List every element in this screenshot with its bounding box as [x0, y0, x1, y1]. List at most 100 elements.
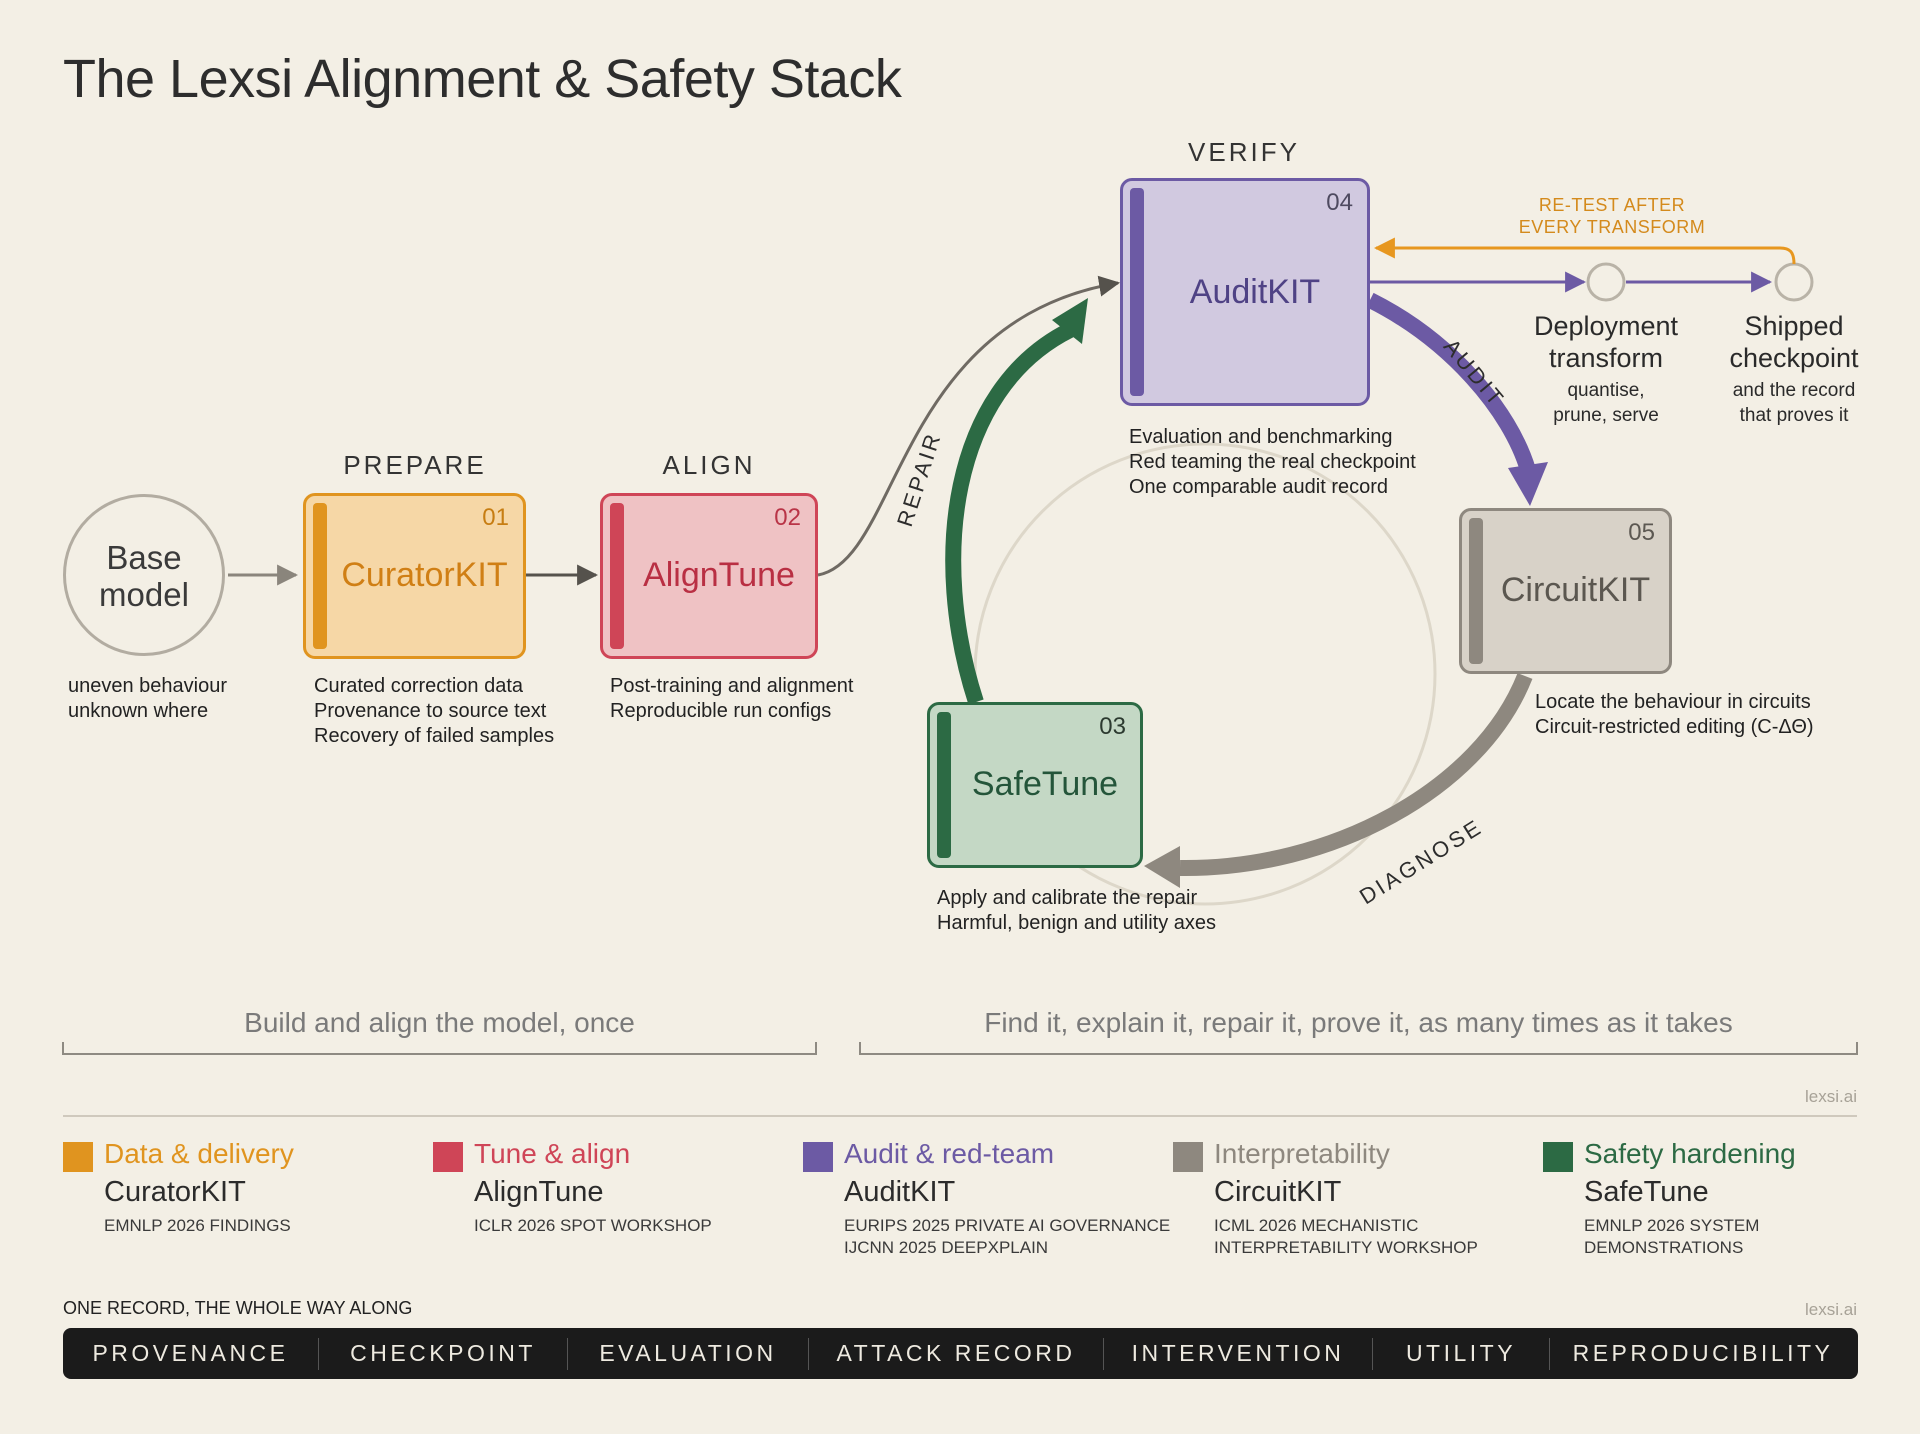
auditkit-name: AuditKIT: [1189, 273, 1321, 311]
page-title: The Lexsi Alignment & Safety Stack: [63, 49, 902, 109]
safetune-desc-line: Apply and calibrate the repair: [937, 887, 1198, 909]
legend-swatch: [1543, 1142, 1573, 1172]
record-item-evaluation: EVALUATION: [599, 1340, 777, 1366]
auditkit-desc: Evaluation and benchmarking Red teaming …: [1129, 425, 1416, 500]
legend-category: Data & delivery: [104, 1138, 294, 1169]
shipped-node: [1774, 262, 1814, 302]
record-label: ONE RECORD, THE WHOLE WAY ALONG: [63, 1298, 413, 1318]
legend-venue: EMNLP 2026 FINDINGS: [104, 1216, 291, 1235]
circuitkit-name: CircuitKIT: [1500, 571, 1651, 609]
legend-venue: EURIPS 2025 PRIVATE AI GOVERNANCE: [844, 1216, 1171, 1235]
curatorkit-desc: Curated correction data Provenance to so…: [314, 674, 554, 749]
record-bar: PROVENANCE CHECKPOINT EVALUATION ATTACK …: [63, 1328, 1858, 1379]
record-divider: [567, 1337, 568, 1370]
safetune-desc-line: Harmful, benign and utility axes: [937, 912, 1217, 934]
deployment-transform: Deployment transform quantise, prune, se…: [1506, 310, 1706, 428]
bracket-right: [859, 1042, 1858, 1055]
legend-swatch: [803, 1142, 833, 1172]
record-divider: [1549, 1337, 1550, 1370]
safetune-accent-bar: [937, 712, 951, 858]
auditkit-node[interactable]: 04 AuditKIT: [1120, 178, 1370, 406]
curatorkit-desc-line: Provenance to source text: [314, 700, 547, 722]
deployment-sub-line: quantise,: [1567, 380, 1645, 401]
retest-arrow: [1373, 237, 1796, 265]
watermark-top: lexsi.ai: [1805, 1087, 1857, 1106]
legend-venue: ICLR 2026 SPOT WORKSHOP: [474, 1216, 712, 1235]
legend-venue: INTERPRETABILITY WORKSHOP: [1214, 1238, 1478, 1257]
curatorkit-number: 01: [482, 504, 509, 531]
record-item-utility: UTILITY: [1405, 1340, 1517, 1366]
auditkit-desc-line: Evaluation and benchmarking: [1129, 426, 1393, 448]
shipped-sub-line: and the record: [1732, 380, 1856, 401]
curatorkit-accent-bar: [313, 503, 327, 649]
arrow-aligntune-to-auditkit: [817, 275, 1121, 577]
circuitkit-number: 05: [1628, 519, 1655, 546]
base-model-desc: uneven behaviour unknown where: [68, 674, 227, 724]
diagnose-arrowhead: [1144, 846, 1180, 888]
legend-name: CircuitKIT: [1214, 1176, 1342, 1208]
legend-venue: EMNLP 2026 SYSTEM: [1584, 1216, 1760, 1235]
curatorkit-node[interactable]: 01 CuratorKIT: [303, 493, 526, 659]
shipped-sub-line: that proves it: [1739, 405, 1849, 426]
record-divider: [1372, 1337, 1373, 1370]
legend-venue: DEMONSTRATIONS: [1584, 1238, 1744, 1257]
aligntune-desc-line: Reproducible run configs: [610, 700, 832, 722]
bracket-left: [62, 1042, 817, 1055]
legend-venue: ICML 2026 MECHANISTIC: [1214, 1216, 1419, 1235]
record-divider: [1103, 1337, 1104, 1370]
legend-name: AuditKIT: [844, 1176, 956, 1208]
deployment-node: [1586, 262, 1626, 302]
safetune-desc: Apply and calibrate the repair Harmful, …: [937, 886, 1216, 936]
legend-venue: IJCNN 2025 DEEPXPLAIN: [844, 1238, 1049, 1257]
legend-category: Tune & align: [474, 1138, 631, 1169]
diagnose-arc: [1179, 673, 1533, 877]
safetune-name: SafeTune: [971, 765, 1119, 803]
auditkit-desc-line: One comparable audit record: [1129, 476, 1389, 498]
circuitkit-desc-line: Circuit-restricted editing (C-ΔΘ): [1535, 716, 1814, 738]
auditkit-desc-line: Red teaming the real checkpoint: [1129, 451, 1416, 473]
circuitkit-desc: Locate the behaviour in circuits Circuit…: [1535, 690, 1814, 740]
aligntune-desc: Post-training and alignment Reproducible…: [610, 674, 853, 724]
safetune-node[interactable]: 03 SafeTune: [927, 702, 1143, 868]
circuitkit-accent-bar: [1469, 518, 1483, 664]
deployment-sub-line: prune, serve: [1553, 405, 1659, 426]
auditkit-accent-bar: [1130, 188, 1144, 396]
legend-name: SafeTune: [1584, 1176, 1709, 1208]
retest-label: RE-TEST AFTER EVERY TRANSFORM: [1497, 194, 1727, 238]
audit-arrowhead: [1508, 462, 1548, 506]
watermark-bottom: lexsi.ai: [1805, 1300, 1857, 1319]
shipped-sub: and the record that proves it: [1694, 378, 1894, 428]
auditkit-number: 04: [1326, 189, 1353, 216]
curatorkit-name: CuratorKIT: [341, 556, 508, 594]
deployment-sub: quantise, prune, serve: [1506, 378, 1706, 428]
shipped-title-line: checkpoint: [1729, 343, 1859, 373]
legend-swatch: [433, 1142, 463, 1172]
legend-category: Safety hardening: [1584, 1138, 1796, 1169]
circuitkit-node[interactable]: 05 CircuitKIT: [1459, 508, 1672, 674]
aligntune-node[interactable]: 02 AlignTune: [600, 493, 818, 659]
record-divider: [808, 1337, 809, 1370]
circuitkit-desc-line: Locate the behaviour in circuits: [1535, 691, 1811, 713]
repair-arc: [945, 322, 1074, 705]
bracket-right-caption: Find it, explain it, repair it, prove it…: [984, 1007, 1733, 1038]
record-item-reproducibility: REPRODUCIBILITY: [1572, 1340, 1834, 1366]
stage-prepare: PREPARE: [343, 450, 487, 480]
curatorkit-desc-line: Curated correction data: [314, 675, 524, 697]
base-model-node: Base model: [63, 494, 225, 656]
repair-arrowhead: [1052, 298, 1088, 344]
record-item-checkpoint: CHECKPOINT: [350, 1340, 536, 1366]
retest-label-line: EVERY TRANSFORM: [1518, 217, 1706, 237]
shipped-title: Shipped checkpoint: [1694, 310, 1894, 374]
aligntune-number: 02: [774, 504, 801, 531]
aligntune-name: AlignTune: [643, 556, 795, 594]
deployment-title-line: transform: [1548, 343, 1664, 373]
stage-align: ALIGN: [662, 450, 756, 480]
shipped-title-line: Shipped: [1744, 311, 1844, 341]
aligntune-accent-bar: [610, 503, 624, 649]
bracket-left-caption: Build and align the model, once: [244, 1007, 635, 1038]
curatorkit-desc-line: Recovery of failed samples: [314, 725, 555, 747]
audit-arc: [1366, 292, 1536, 473]
legend-name: AlignTune: [474, 1176, 604, 1208]
legend-category: Interpretability: [1214, 1138, 1390, 1169]
